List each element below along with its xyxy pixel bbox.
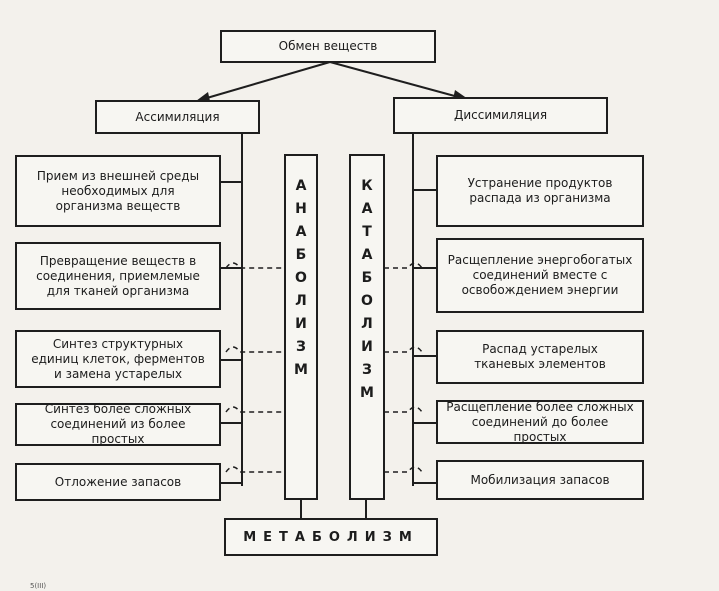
catabolism-letter: И — [361, 339, 373, 355]
metabolism-bottom-box: МЕТАБОЛИЗМ — [224, 518, 438, 556]
catabolism-letter: М — [360, 385, 374, 401]
bottom-label: МЕТАБОЛИЗМ — [243, 529, 419, 545]
anabolism-letter: Л — [295, 293, 307, 309]
catabolism-letter: Т — [362, 224, 372, 240]
catabolism-letter: А — [361, 201, 373, 217]
right-item-2: Расщепление энергобогатых соединений вме… — [436, 238, 644, 313]
anabolism-bar: А Н А Б О Л И З М — [284, 154, 318, 500]
left-item-4: Синтез более сложных соединений из более… — [15, 402, 221, 446]
anabolism-letter: А — [295, 224, 307, 240]
dissimilation-label: Диссимиляция — [453, 108, 548, 122]
anabolism-letter: З — [296, 339, 306, 355]
catabolism-letter: Б — [361, 270, 373, 286]
right-item-5: Мобилизация запасов — [436, 460, 644, 500]
catabolism-letter: К — [361, 178, 373, 194]
arrow-to-dissimilation — [329, 61, 463, 99]
catabolism-letter: З — [362, 362, 372, 378]
arrowhead-left — [196, 92, 210, 101]
metabolism-title-box: Обмен веществ — [220, 30, 436, 63]
right-item-1: Устранение продуктов распада из организм… — [436, 155, 644, 227]
arrowhead-right — [453, 90, 468, 99]
catabolism-letter: А — [361, 247, 373, 263]
right-item-3: Распад устарелых тканевых элементов — [436, 330, 644, 384]
right-item-4: Расщепление более сложных соединений до … — [436, 400, 644, 444]
anabolism-letter: О — [295, 270, 307, 286]
dissimilation-header: Диссимиляция — [393, 97, 608, 134]
anabolism-letter: М — [294, 362, 308, 378]
left-item-3: Синтез структурных единиц клеток, фермен… — [15, 330, 221, 388]
catabolism-letter: О — [361, 293, 373, 309]
assimilation-header: Ассимиляция — [95, 100, 260, 134]
anabolism-letter: А — [295, 178, 307, 194]
left-item-2: Превращение веществ в соединения, приемл… — [15, 242, 221, 310]
left-item-1: Прием из внешней среды необходимых для о… — [15, 155, 221, 227]
left-item-5: Отложение запасов — [15, 463, 221, 501]
assimilation-label: Ассимиляция — [135, 109, 220, 124]
catabolism-letter: Л — [361, 316, 373, 332]
catabolism-bar: К А Т А Б О Л И З М — [349, 154, 385, 500]
anabolism-letter: Б — [295, 247, 307, 263]
arrow-to-assimilation — [199, 61, 331, 101]
title-label: Обмен веществ — [278, 39, 378, 53]
anabolism-letter: И — [295, 316, 307, 332]
page-mark: 5(III) — [30, 582, 47, 590]
anabolism-letter: Н — [295, 201, 307, 217]
